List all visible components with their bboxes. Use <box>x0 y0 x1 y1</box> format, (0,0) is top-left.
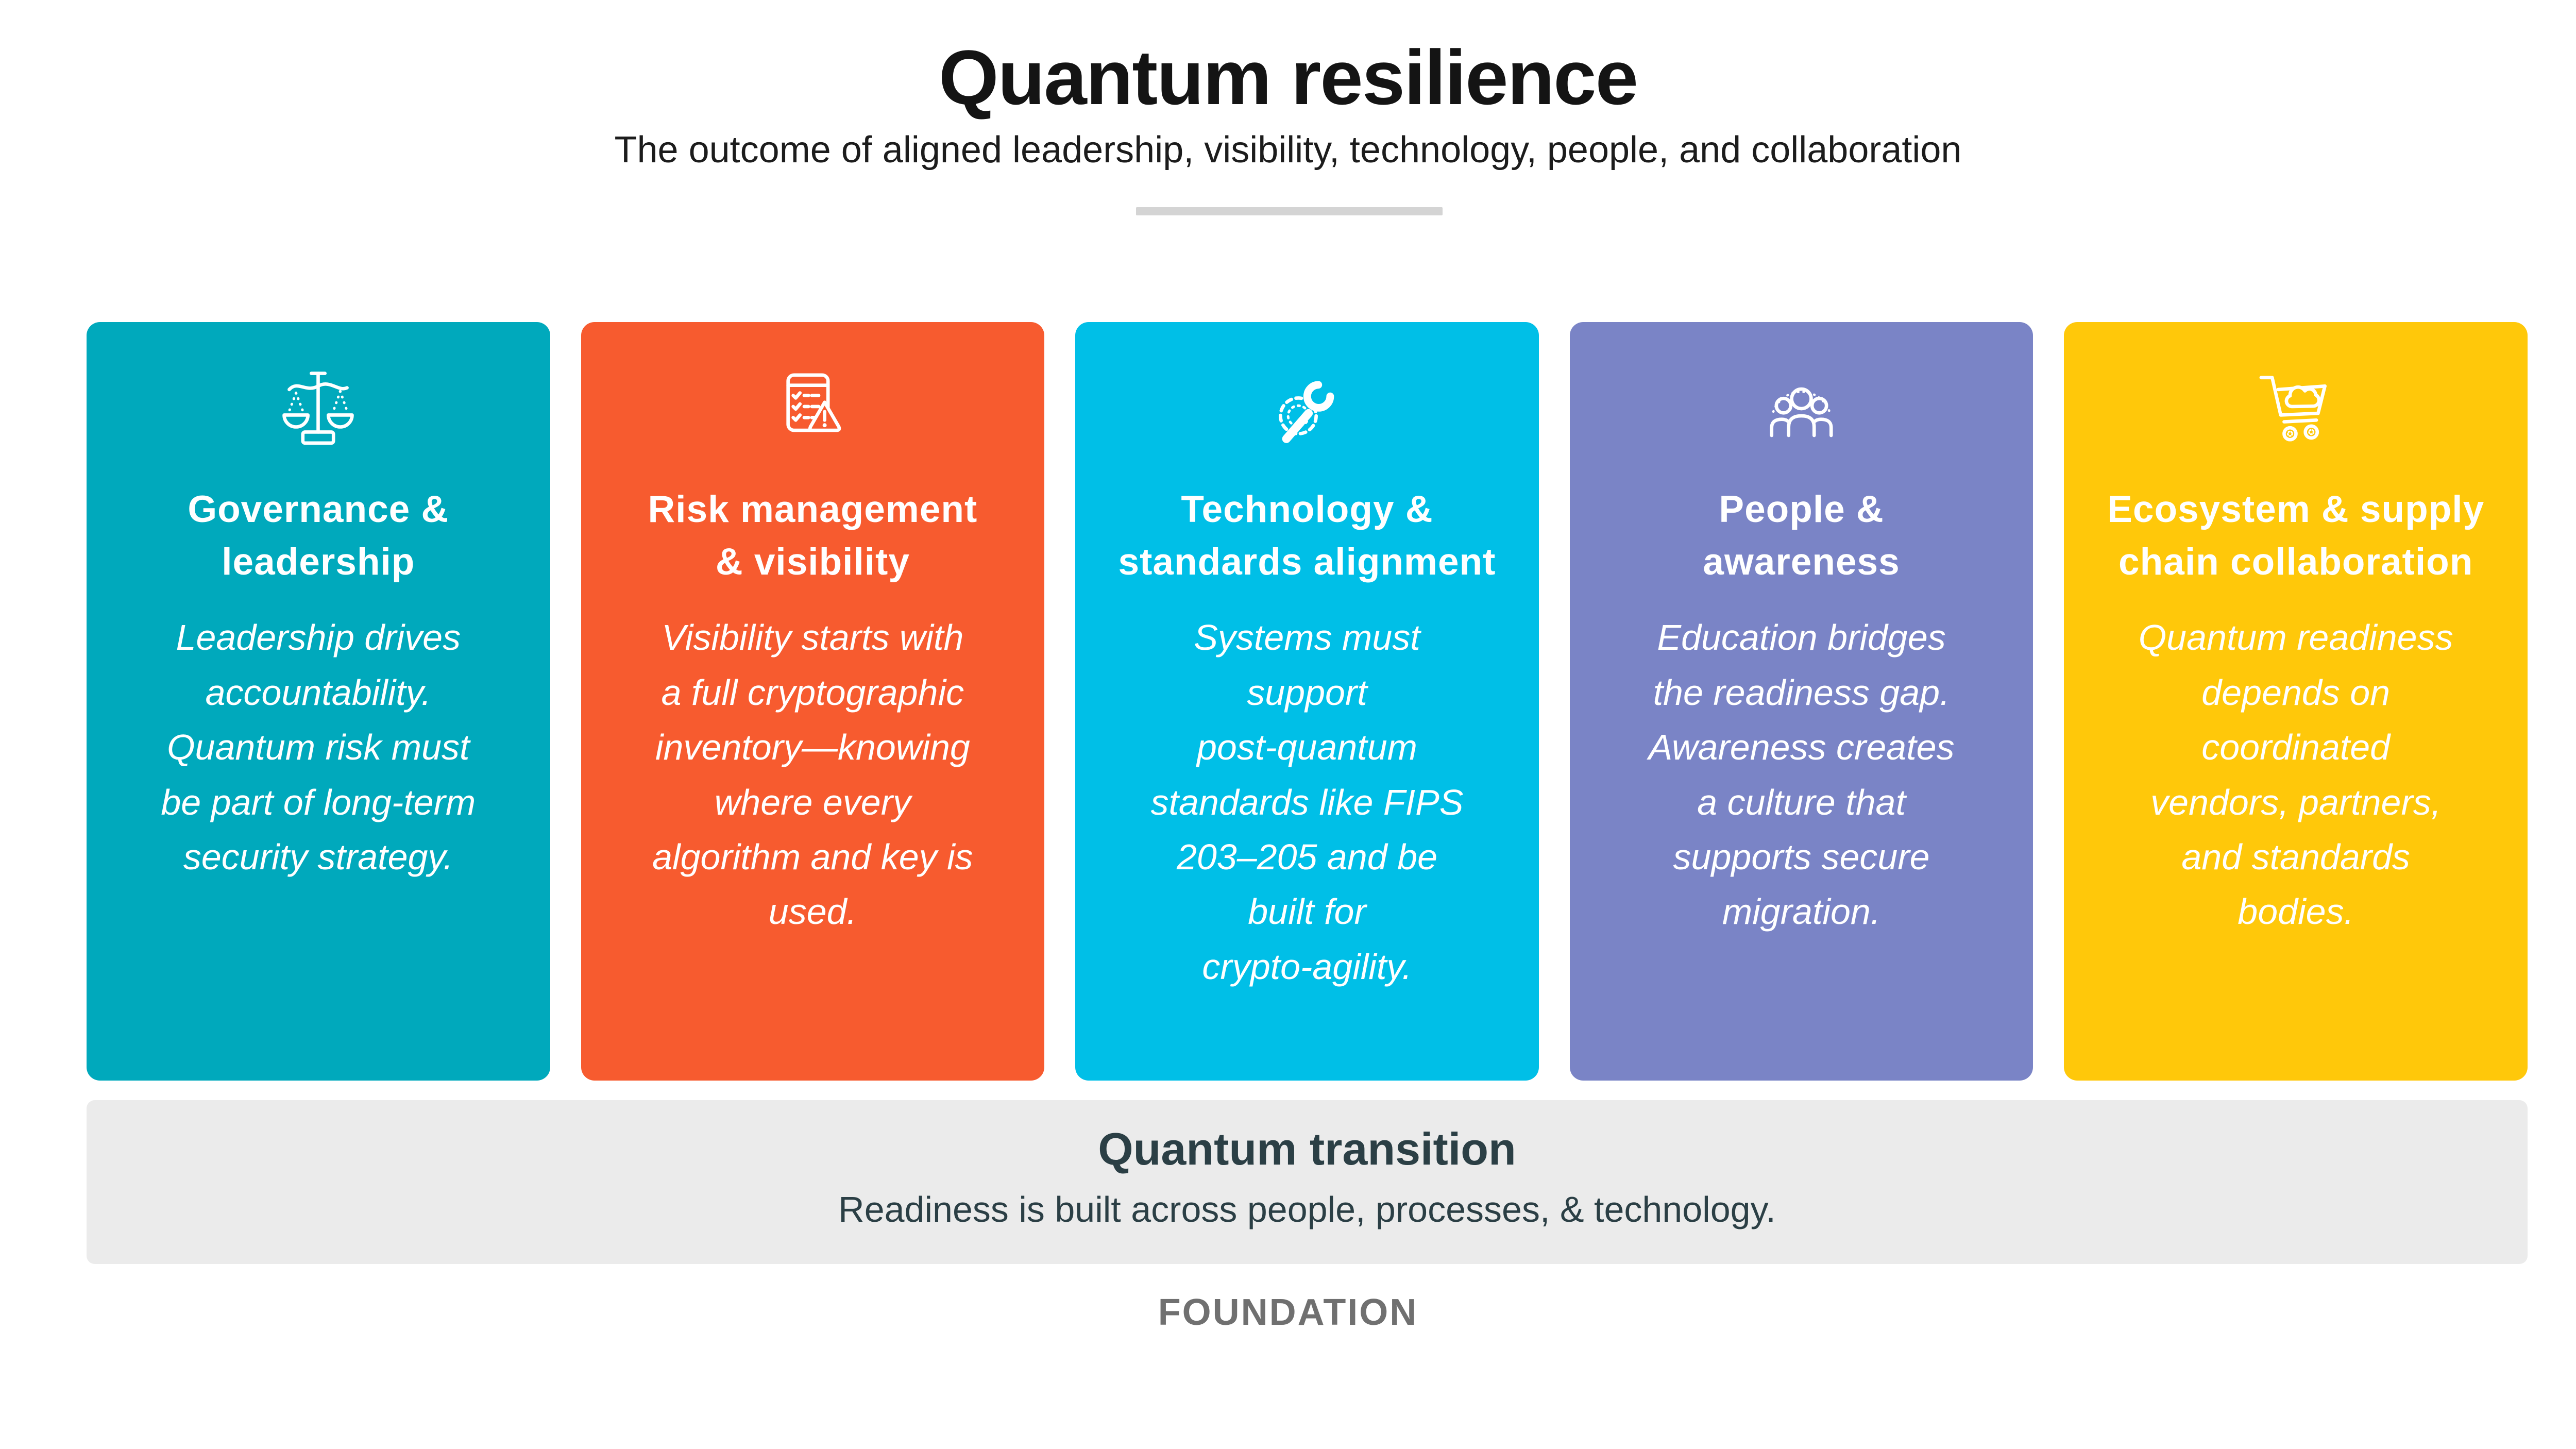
pillar-body: Quantum readiness depends on coordinated… <box>2138 617 2453 932</box>
pillar-body: Leadership drives accountability. Quantu… <box>161 617 476 877</box>
pillar-title: Technology & standards alignment <box>1118 488 1496 583</box>
transition-bar: Quantum transition Readiness is built ac… <box>87 1100 2528 1264</box>
title-divider <box>1136 207 1443 215</box>
pillar-card-ecosystem: Ecosystem & supply chain collaboration Q… <box>2064 322 2528 1081</box>
pillar-title: People & awareness <box>1703 488 1900 583</box>
transition-title: Quantum transition <box>1098 1123 1516 1174</box>
people-icon <box>1603 367 2001 452</box>
pillar-card-technology: Technology & standards alignment Systems… <box>1075 322 1539 1081</box>
pillar-title: Risk management & visibility <box>648 488 978 583</box>
pillar-title: Ecosystem & supply chain collaboration <box>2107 488 2485 583</box>
pillar-body: Systems must support post-quantum standa… <box>1150 617 1464 987</box>
transition-subtitle: Readiness is built across people, proces… <box>838 1189 1776 1229</box>
checklist-warning-icon <box>614 367 1012 452</box>
pillar-card-people: People & awareness Education bridges the… <box>1569 322 2033 1081</box>
foundation-label: FOUNDATION <box>1158 1292 1418 1333</box>
wrench-gear-icon <box>1108 367 1506 452</box>
pillar-card-risk: Risk management & visibility Visibility … <box>581 322 1045 1081</box>
page-subtitle: The outcome of aligned leadership, visib… <box>614 129 1962 171</box>
pillar-body: Education bridges the readiness gap. Awa… <box>1648 617 1955 932</box>
pillar-body: Visibility starts with a full cryptograp… <box>652 617 973 932</box>
pillar-title: Governance & leadership <box>188 488 449 583</box>
page-title: Quantum resilience <box>938 34 1638 121</box>
pillar-card-governance: Governance & leadership Leadership drive… <box>87 322 550 1081</box>
pillar-row: Governance & leadership Leadership drive… <box>87 322 2528 1081</box>
cart-cloud-icon <box>2097 367 2495 452</box>
scales-icon <box>120 367 517 452</box>
